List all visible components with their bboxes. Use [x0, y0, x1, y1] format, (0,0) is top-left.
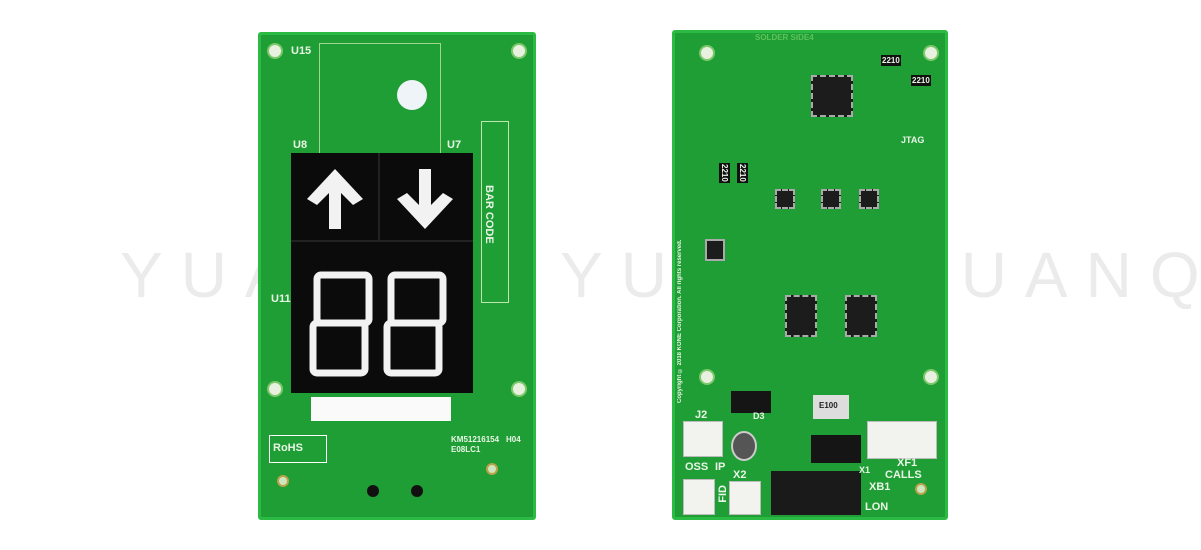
rohs-box: RoHS [269, 435, 327, 463]
capacitor [731, 431, 757, 461]
up-arrow-icon [307, 169, 363, 229]
mounting-hole [267, 43, 283, 59]
lon-label: LON [865, 501, 889, 513]
u15-label: U15 [291, 45, 312, 57]
x2-connector[interactable] [729, 481, 761, 515]
mounting-hole [699, 369, 715, 385]
transistor [811, 435, 861, 463]
regulator [705, 239, 725, 261]
front-pcb-board: BAR CODE U15 U8 U7 U11 RoHS KM51216154 H… [258, 32, 536, 520]
via [277, 475, 289, 487]
mounting-hole [267, 381, 283, 397]
mounting-hole [511, 43, 527, 59]
ic-chip [821, 189, 841, 209]
inductor: E100 [813, 395, 849, 419]
rohs-label: RoHS [273, 442, 303, 454]
sticker [397, 80, 427, 110]
ic-chip [775, 189, 795, 209]
down-arrow-icon [397, 169, 453, 229]
resistor-label: 2210 [881, 55, 901, 66]
hole [367, 485, 379, 497]
back-pcb-board: SOLDER SIDE4 2210 2210 2210 2210 JTAG Co… [672, 30, 948, 520]
serial-sticker [311, 397, 451, 421]
via [915, 483, 927, 495]
fid-label: FID [717, 485, 729, 503]
u7-label: U7 [447, 139, 462, 151]
ic-chip [785, 295, 817, 337]
led-display [291, 153, 473, 393]
barcode-label: BAR CODE [483, 185, 495, 244]
mounting-hole [699, 45, 715, 61]
xf1-label: XF1 [897, 457, 918, 469]
microcontroller-chip [811, 75, 853, 117]
j2-connector[interactable] [683, 421, 723, 457]
oss-label: OSS [685, 461, 709, 473]
qr-label [683, 479, 715, 515]
resistor-label: 2210 [737, 163, 748, 183]
watermark-right: YUANQI [900, 239, 1201, 311]
mounting-hole [923, 45, 939, 61]
display-segments [291, 153, 473, 377]
hole [411, 485, 423, 497]
u8-label: U8 [293, 139, 308, 151]
xb1-label: XB1 [869, 481, 891, 493]
via [486, 463, 498, 475]
barcode-area [481, 121, 509, 303]
mounting-hole [511, 381, 527, 397]
calls-label: CALLS [885, 469, 922, 481]
u11-label: U11 [271, 293, 291, 305]
d3-label: D3 [753, 411, 765, 421]
xf1-connector[interactable] [867, 421, 937, 459]
solder-side-label: SOLDER SIDE4 [755, 33, 814, 42]
sub-code: E08LC1 [451, 445, 481, 454]
resistor-label: 2210 [911, 75, 931, 86]
jtag-label: JTAG [901, 135, 925, 145]
mounting-hole [923, 369, 939, 385]
x1-label: X1 [859, 465, 871, 475]
j2-label: J2 [695, 409, 708, 421]
lon-connector[interactable] [771, 471, 861, 515]
e100-label: E100 [819, 401, 838, 410]
seven-segment-digits [309, 271, 447, 377]
ic-chip [845, 295, 877, 337]
revision: H04 [506, 435, 521, 444]
ic-chip [859, 189, 879, 209]
diode [731, 391, 771, 413]
ip-label: IP [715, 461, 726, 473]
resistor-label: 2210 [719, 163, 730, 183]
x2-label: X2 [733, 469, 747, 481]
part-number: KM51216154 [451, 435, 500, 444]
copyright-text: Copyright © 2018 KONE Corporation. All r… [677, 239, 683, 403]
